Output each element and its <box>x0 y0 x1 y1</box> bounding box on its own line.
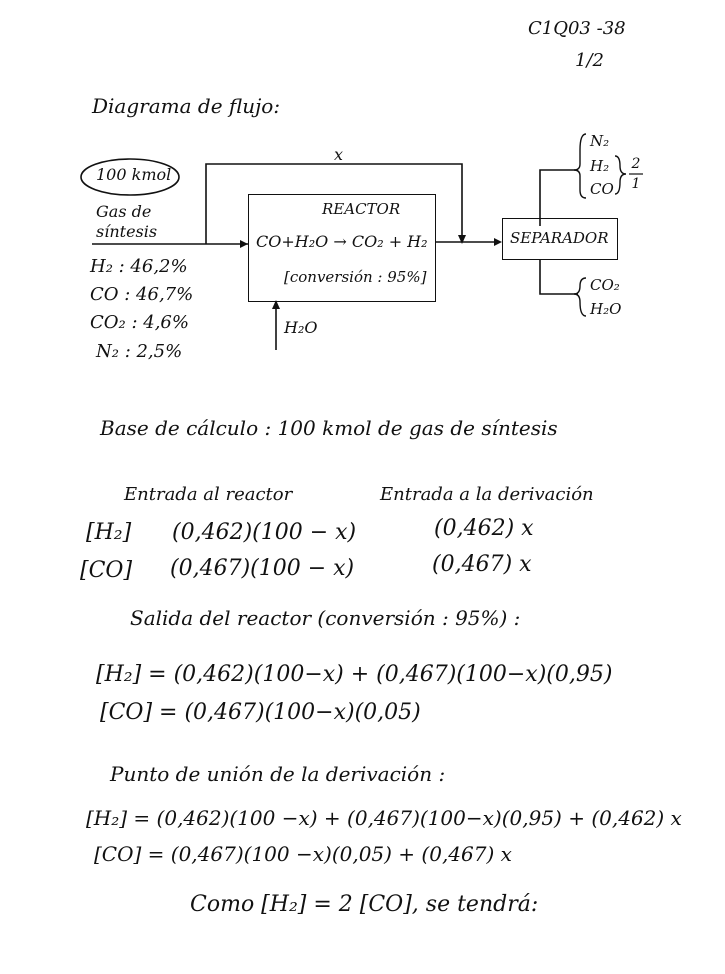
feed-label-line2: síntesis <box>96 222 158 241</box>
col-header-bypass-input: Entrada a la derivación <box>380 484 594 505</box>
reactor-outlet-co-equation: [CO] = (0,467)(100−x)(0,05) <box>100 700 421 725</box>
top-product-n2: N₂ <box>590 132 610 150</box>
bypass-line <box>205 163 463 244</box>
reactor-outlet-heading: Salida del reactor (conversión : 95%) : <box>130 606 521 630</box>
reactor-input-co: (0,467)(100 − x) <box>170 556 355 581</box>
bypass-input-h2: (0,462) x <box>434 516 534 541</box>
reactor-outlet-h2-equation: [H₂] = (0,462)(100−x) + (0,467)(100−x)(0… <box>96 662 613 687</box>
reactor-box <box>248 194 436 302</box>
bottom-outlet-line <box>539 260 578 295</box>
junction-h2-equation: [H₂] = (0,462)(100 −x) + (0,467)(100−x)(… <box>86 806 682 830</box>
separator-box <box>502 218 618 260</box>
water-arrowhead <box>272 300 280 309</box>
ratio-numerator: 2 <box>631 156 641 172</box>
feed-label-line1: Gas de <box>96 202 152 221</box>
water-feed-label: H₂O <box>284 318 318 337</box>
feed-ellipse <box>80 158 180 196</box>
reactor-input-h2: (0,462)(100 − x) <box>172 520 357 545</box>
separator-label: SEPARADOR <box>510 229 609 247</box>
separator-arrowhead <box>494 238 502 246</box>
junction-co-equation: [CO] = (0,467)(100 −x)(0,05) + (0,467) x <box>94 842 512 866</box>
composition-co2: CO₂ : 4,6% <box>90 312 189 333</box>
top-outlet-line <box>539 169 578 226</box>
top-product-h2: H₂ <box>590 157 610 175</box>
bypass-label: x <box>334 145 344 164</box>
ratio-brace <box>614 155 627 195</box>
reactor-title: REACTOR <box>322 200 401 218</box>
bottom-product-h2o: H₂O <box>590 300 622 318</box>
reaction-equation: CO+H₂O → CO₂ + H₂ <box>256 232 428 251</box>
top-brace <box>573 133 587 199</box>
document-code: C1Q03 -38 <box>528 18 626 39</box>
row-label-h2: [H₂] <box>86 520 132 545</box>
row-label-co: [CO] <box>80 558 133 583</box>
bottom-brace <box>573 277 587 317</box>
composition-h2: H₂ : 46,2% <box>90 256 188 277</box>
reactor-conversion: [conversión : 95%] <box>284 268 427 286</box>
composition-n2: N₂ : 2,5% <box>96 341 183 362</box>
calculation-basis: Base de cálculo : 100 kmol de gas de sín… <box>100 416 558 440</box>
feed-amount: 100 kmol <box>96 165 172 184</box>
bottom-product-co2: CO₂ <box>590 276 620 294</box>
feed-arrowhead <box>240 240 248 248</box>
bypass-arrowhead <box>458 235 466 244</box>
junction-heading: Punto de unión de la derivación : <box>110 762 446 786</box>
composition-co: CO : 46,7% <box>90 284 194 305</box>
page-number: 1/2 <box>575 50 604 71</box>
col-header-reactor-input: Entrada al reactor <box>124 484 293 505</box>
section-title: Diagrama de flujo: <box>92 94 281 118</box>
bypass-input-co: (0,467) x <box>432 552 532 577</box>
ratio-denominator: 1 <box>631 176 641 192</box>
top-product-co: CO <box>590 180 614 198</box>
closing-statement: Como [H₂] = 2 [CO], se tendrá: <box>190 892 539 917</box>
